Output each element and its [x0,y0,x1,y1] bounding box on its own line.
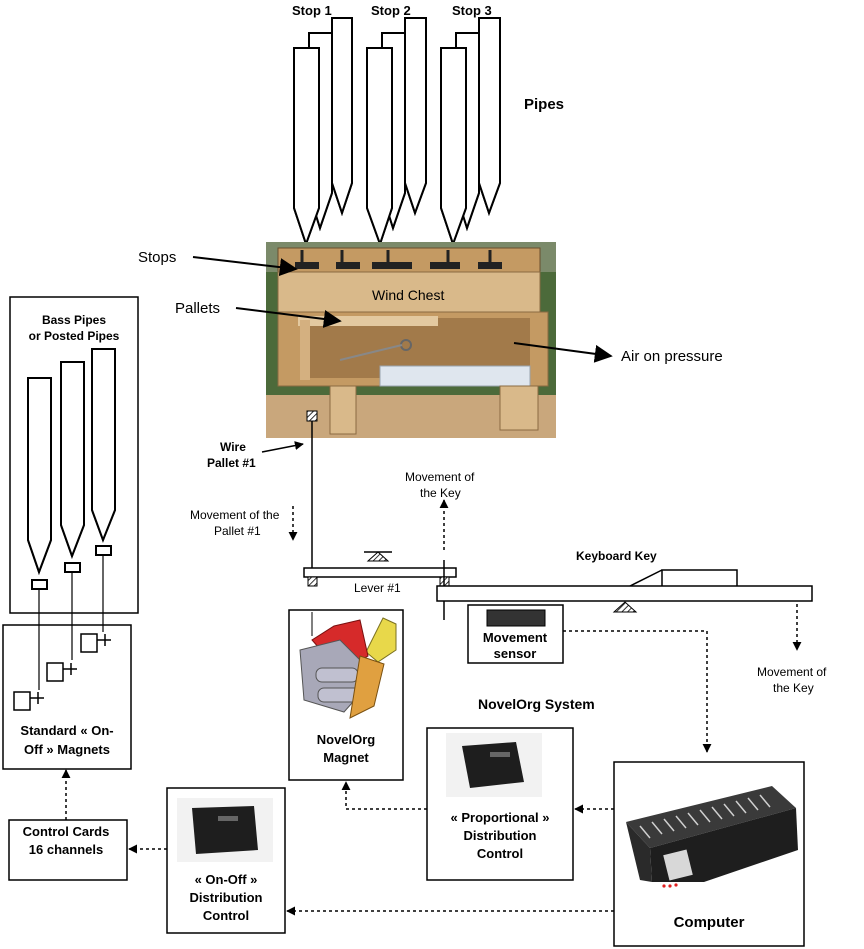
movement-key-top-label-line2: the Key [420,486,461,500]
wind-chest-photo [266,242,556,438]
onoff-device-image [177,798,273,862]
movement-pallet-label-line1: Movement of the [190,508,280,522]
keyboard-key-pivot [612,601,638,613]
lever-label: Lever #1 [354,581,401,595]
wire-label-line2: Pallet #1 [207,456,256,470]
stop-pipes [293,17,501,248]
control-cards-box [8,819,128,881]
proportional-to-magnet-arrow [341,781,427,810]
air-on-pressure-label: Air on pressure [621,348,723,365]
onoff-label-line3: Control [203,908,249,923]
bass-pipe-wires [38,555,104,690]
sensor-to-computer-arrow [563,630,712,753]
wire-anchor-top [306,410,318,422]
novelorg-magnet-image [299,612,397,719]
novelorg-system-label: NovelOrg System [478,696,595,712]
computer-label: Computer [674,914,745,931]
air-arrow [513,342,613,363]
stop-3-label: Stop 3 [452,3,492,18]
novelorg-magnet-label-line1: NovelOrg [317,732,376,747]
pipes-label: Pipes [524,96,564,113]
standard-magnets-label-line1: Standard « On- [20,723,113,738]
novelorg-magnet-label-line2: Magnet [323,750,369,765]
movement-sensor-label-line1: Movement [483,630,548,645]
movement-key-top-label-line1: Movement of [405,470,475,484]
stop-2-label: Stop 2 [371,3,411,18]
movement-pallet-label-line2: Pallet #1 [214,524,261,538]
movement-sensor-device [486,609,546,627]
onoff-label-line2: Distribution [190,890,263,905]
stops-arrow [192,256,298,277]
stops-label: Stops [138,249,176,266]
stop-2-pipes [366,17,427,248]
lever-pivot [366,551,390,562]
wind-chest-label: Wind Chest [372,287,444,303]
pallets-label: Pallets [175,300,220,317]
stop-3-pipes [440,17,501,248]
movement-key-right-label-line2: the Key [773,681,814,695]
proportional-device-image [446,733,542,797]
standard-magnets [13,633,111,711]
wire-label-arrow [261,441,304,453]
proportional-label-line3: Control [477,846,523,861]
keyboard-key [436,585,813,602]
movement-key-right-label-line1: Movement of [757,665,827,679]
bass-pipes-label-line2: or Posted Pipes [29,329,120,343]
bass-pipes-label-line1: Bass Pipes [42,313,106,327]
standard-magnets-label-line2: Off » Magnets [24,742,110,757]
onoff-label-line1: « On-Off » [195,872,258,887]
lever-wire-anchor [307,576,318,587]
pallets-arrow [235,307,342,328]
wire-label-line1: Wire [220,440,246,454]
keyboard-key-top [661,569,738,586]
bass-pipes [27,348,116,590]
lever-1 [303,567,457,578]
proportional-label-line2: Distribution [464,828,537,843]
control-cards-label-line1: Control Cards [23,824,110,839]
computer-image [626,786,798,888]
control-cards-label-line2: 16 channels [29,842,103,857]
stop-1-label: Stop 1 [292,3,332,18]
movement-sensor-label-line2: sensor [494,646,537,661]
keyboard-key-label: Keyboard Key [576,549,657,563]
stop-1-pipes [293,17,353,248]
proportional-label-line1: « Proportional » [451,810,550,825]
